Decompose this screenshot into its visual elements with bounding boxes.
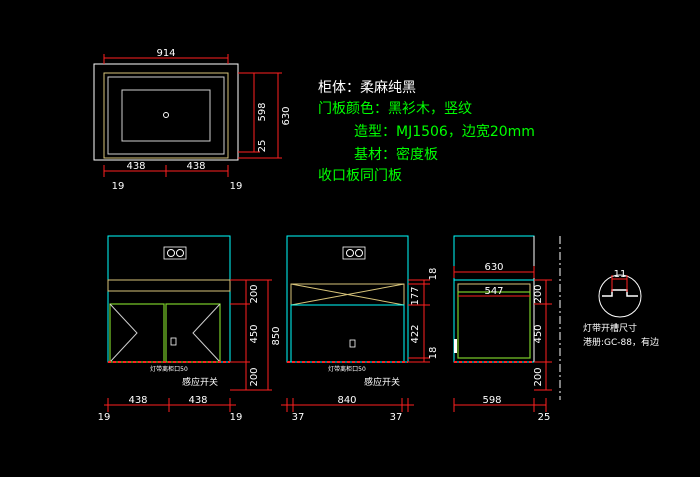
- front1-dim-top: 200: [249, 284, 260, 303]
- dim-plan-width: 914: [156, 48, 175, 59]
- front2-dim-middle: 422: [410, 324, 421, 343]
- plan-outer-frame: [93, 63, 239, 161]
- groove-label-2: 港册:GC-88，有边: [583, 336, 659, 348]
- side-dim-depth-total: 630: [484, 262, 503, 273]
- front2-sensor-icon: [349, 339, 356, 348]
- side-dim-middle: 450: [533, 324, 544, 343]
- note-line-5: 收口板同门板: [318, 168, 402, 184]
- front-view-doors: 灯带离柜口50 感应开关 200 450 200 850 438 438 19 …: [98, 235, 282, 423]
- front1-dim-middle: 450: [249, 324, 260, 343]
- front1-sensor-icon: [170, 337, 177, 346]
- plan-view: 914 598 630 25 438 438 19 19: [93, 48, 292, 192]
- plan-cabinet-top: [103, 72, 229, 159]
- groove-dim-width: 11: [614, 269, 627, 280]
- side-outline: [453, 235, 535, 363]
- side-cavity: [457, 291, 531, 359]
- front1-door-left-swing: [109, 303, 138, 363]
- side-dim-depth-bottom: 598: [482, 395, 501, 406]
- front1-door-left: [109, 303, 165, 363]
- front1-dim-edge-right: 19: [230, 412, 243, 423]
- front2-dim-inner-width: 840: [337, 395, 356, 406]
- front2-dim-drawer: 177: [410, 286, 421, 305]
- front2-dim-bottom-offset: 18: [428, 347, 439, 360]
- plan-basin-outer: [107, 76, 225, 155]
- note-line-4: 基材：密度板: [354, 146, 438, 163]
- side-dim-depth-inner: 547: [484, 286, 503, 297]
- front2-drawer-cross-b: [290, 283, 405, 306]
- groove-label-1: 灯带开槽尺寸: [583, 322, 637, 334]
- front2-dim-top-offset: 18: [428, 268, 439, 281]
- drain-icon: [163, 112, 169, 118]
- front1-drawer-strip: [107, 279, 231, 292]
- dim-plan-depth-total: 630: [281, 106, 292, 125]
- front2-sensor-label: 感应开关: [364, 376, 400, 388]
- spec-notes: 柜体：柔麻纯黑 门板颜色：黑衫木，竖纹 造型：MJ1506，边宽20mm 基材：…: [318, 80, 535, 184]
- groove-detail: 11 灯带开槽尺寸 港册:GC-88，有边: [583, 269, 659, 348]
- front1-sensor-label: 感应开关: [182, 376, 218, 388]
- front1-dim-total: 850: [271, 326, 282, 345]
- note-line-3: 造型：MJ1506，边宽20mm: [354, 123, 535, 140]
- front1-dim-half-left: 438: [128, 395, 147, 406]
- side-dim-top: 200: [533, 284, 544, 303]
- front1-led-note: 灯带离柜口50: [150, 365, 188, 373]
- side-view: 630 547 200 450 200 598 25: [453, 235, 561, 423]
- front1-dim-half-right: 438: [188, 395, 207, 406]
- front2-led-note: 灯带离柜口50: [328, 365, 366, 373]
- groove-profile: [602, 289, 638, 297]
- front1-door-right-swing: [192, 303, 221, 363]
- front2-dim-edge-right: 37: [390, 412, 403, 423]
- front2-dim-edge-left: 37: [292, 412, 305, 423]
- front1-outline: [107, 235, 231, 363]
- groove-detail-circle: [598, 274, 642, 318]
- front-view-open: 灯带离柜口50 感应开关 18 177 422 18 840 37 37: [281, 235, 439, 423]
- dim-plan-half-left: 438: [126, 161, 145, 172]
- dim-plan-half-right: 438: [186, 161, 205, 172]
- faucet-icon: [163, 246, 187, 260]
- side-dim-depth-offset: 25: [538, 412, 551, 423]
- dim-plan-edge-right: 19: [230, 181, 243, 192]
- faucet-icon: [342, 246, 366, 260]
- side-hinge: [454, 339, 457, 353]
- dim-plan-depth-offset: 25: [257, 140, 268, 153]
- front1-dim-edge-left: 19: [98, 412, 111, 423]
- note-line-2: 门板颜色：黑衫木，竖纹: [318, 100, 472, 117]
- dim-plan-edge-left: 19: [112, 181, 125, 192]
- side-dim-bottom: 200: [533, 367, 544, 386]
- note-line-1: 柜体：柔麻纯黑: [318, 80, 416, 96]
- plan-basin-inner: [121, 89, 211, 142]
- front2-open-cavity: [290, 304, 405, 363]
- front1-dim-bottom: 200: [249, 367, 260, 386]
- dim-plan-depth-inner: 598: [257, 102, 268, 121]
